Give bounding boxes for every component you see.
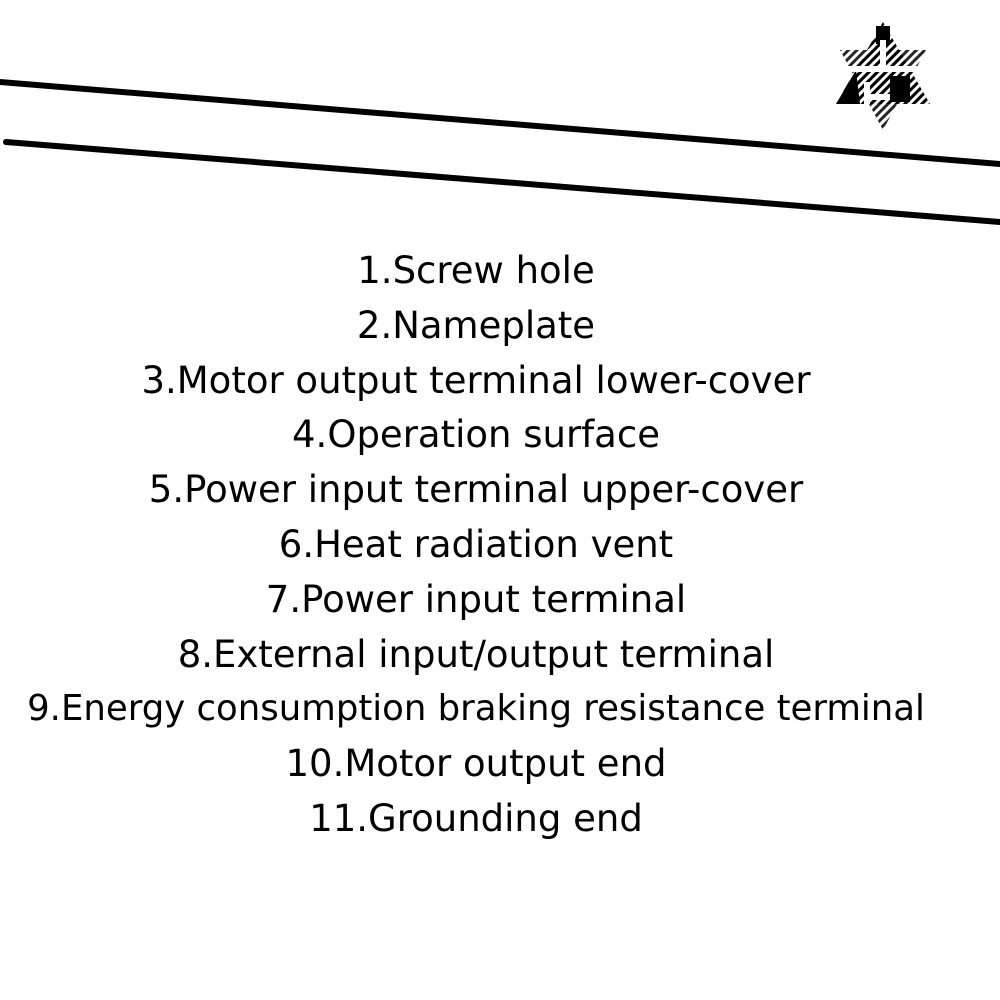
list-item: 5.Power input terminal upper-cover <box>148 468 804 512</box>
list-item: 10.Motor output end <box>285 742 667 786</box>
parts-list: 1.Screw hole 2.Nameplate 3.Motor output … <box>0 244 1000 847</box>
list-item: 11.Grounding end <box>309 796 643 840</box>
list-item: 1.Screw hole <box>357 249 595 292</box>
list-item: 4.Operation surface <box>292 413 660 457</box>
decorative-diagonal-lines <box>0 79 1000 225</box>
list-item: 8.External input/output terminal <box>177 632 775 676</box>
checkered-star-logo-icon <box>836 22 930 130</box>
list-item: 9.Energy consumption braking resistance … <box>27 688 925 730</box>
diagonal-line-lower <box>3 139 1000 225</box>
list-item: 3.Motor output terminal lower-cover <box>141 358 811 402</box>
list-item: 7.Power input terminal <box>265 577 687 621</box>
diagonal-line-upper <box>0 79 1000 167</box>
list-item: 6.Heat radiation vent <box>278 522 674 566</box>
list-item: 2.Nameplate <box>356 303 596 347</box>
